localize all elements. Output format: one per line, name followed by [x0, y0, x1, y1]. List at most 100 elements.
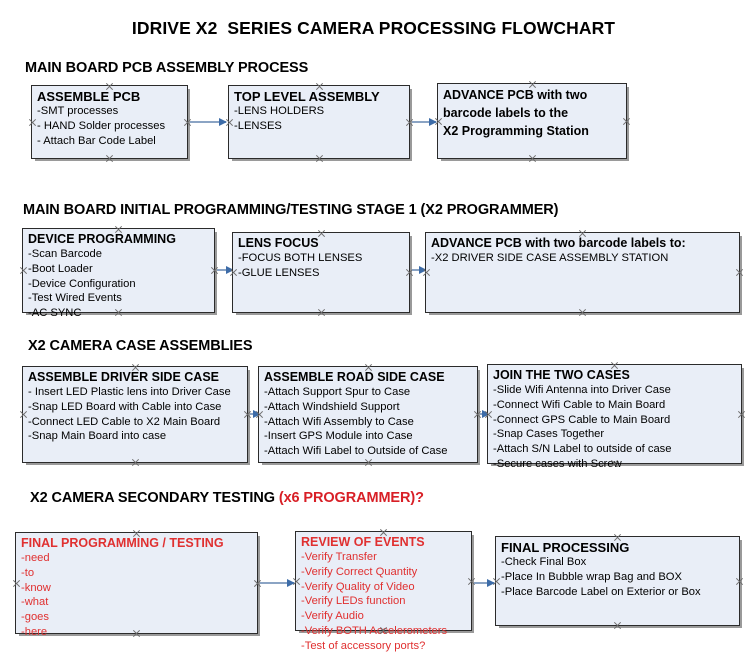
node-title: DEVICE PROGRAMMING: [28, 232, 176, 246]
node-top-level-assembly[interactable]: TOP LEVEL ASSEMBLY -LENS HOLDERS -LENSES: [228, 85, 410, 159]
connector-handle-bottom[interactable]: [317, 308, 326, 317]
node-line: -Place In Bubble wrap Bag and BOX: [501, 571, 682, 584]
node-advance-pcb-to-driver-side-case-assembly[interactable]: ADVANCE PCB with two barcode labels to: …: [425, 232, 740, 313]
node-join-the-two-cases[interactable]: JOIN THE TWO CASES -Slide Wifi Antenna i…: [487, 364, 742, 470]
node-line: -Attach Support Spur to Case: [264, 385, 411, 398]
node-line: -Snap Cases Together: [493, 428, 605, 441]
connector-handle-left[interactable]: [28, 118, 37, 127]
section-heading-x2-camera-case-assemblies: X2 CAMERA CASE ASSEMBLIES: [28, 338, 253, 354]
section-heading-text: MAIN BOARD INITIAL PROGRAMMING/TESTING S…: [23, 202, 559, 218]
arrow-head: [429, 118, 437, 126]
connector-handle-right[interactable]: [467, 577, 476, 586]
arrow-device-programming-to-lens-focus: [217, 266, 234, 274]
connector-handle-left[interactable]: [19, 410, 28, 419]
node-line: -know: [21, 581, 51, 594]
node-title: JOIN THE TWO CASES: [493, 368, 630, 382]
node-line: -LENS HOLDERS: [234, 105, 325, 118]
arrow-top-level-assembly-to-advance-pcb: [412, 118, 437, 126]
node-assemble-pcb[interactable]: ASSEMBLE PCB -SMT processes - HAND Solde…: [31, 85, 188, 159]
node-line: -Connect LED Cable to X2 Main Board: [28, 415, 221, 428]
section-heading-text: X2 CAMERA SECONDARY TESTING: [30, 490, 279, 506]
connector-handle-bottom[interactable]: [105, 154, 114, 163]
node-advance-pcb-to-x2-programming-station[interactable]: ADVANCE PCB with two barcode labels to t…: [437, 83, 627, 159]
node-line: -GLUE LENSES: [238, 266, 320, 279]
node-line: -Attach Wifi Assembly to Case: [264, 415, 414, 428]
node-line: -Insert GPS Module into Case: [264, 430, 413, 443]
section-heading-text: MAIN BOARD PCB ASSEMBLY PROCESS: [25, 60, 309, 76]
arrow-assemble-pcb-to-top-level-assembly: [190, 118, 227, 126]
node-line: -Test Wired Events: [28, 292, 122, 305]
node-title: FINAL PROCESSING: [501, 540, 630, 555]
node-line: -Connect GPS Cable to Main Board: [493, 413, 671, 426]
arrow-lens-focus-to-advance-pcb: [412, 266, 427, 274]
node-line: - HAND Solder processes: [37, 120, 166, 133]
node-title: FINAL PROGRAMMING / TESTING: [21, 536, 224, 550]
node-line: -Boot Loader: [28, 262, 93, 275]
node-line: -LENSES: [234, 120, 282, 133]
arrow-final-programming-to-review-of-events: [260, 579, 295, 587]
section-heading-x2-camera-secondary-testing: X2 CAMERA SECONDARY TESTING (x6 PROGRAMM…: [30, 490, 424, 506]
connector-handle-bottom[interactable]: [131, 458, 140, 467]
node-line-overflow: -Test of accessory ports?: [301, 640, 426, 653]
node-line: -Verify Audio: [301, 610, 364, 623]
node-final-programming-testing[interactable]: FINAL PROGRAMMING / TESTING -need -to -k…: [12, 532, 258, 638]
node-line: -Slide Wifi Antenna into Driver Case: [493, 383, 671, 396]
section-heading-text: X2 CAMERA CASE ASSEMBLIES: [28, 338, 253, 354]
node-line: -Scan Barcode: [28, 247, 103, 260]
connector-handle-left[interactable]: [12, 579, 21, 588]
node-line: X2 Programming Station: [443, 123, 589, 138]
node-line: - Insert LED Plastic lens into Driver Ca…: [28, 385, 231, 398]
node-title: REVIEW OF EVENTS: [301, 535, 425, 549]
connector-handle-bottom[interactable]: [528, 154, 537, 163]
node-line: - Attach Bar Code Label: [37, 135, 156, 148]
arrow-shaft: [190, 121, 226, 123]
connector-handle-right[interactable]: [735, 577, 744, 586]
node-line: -X2 DRIVER SIDE CASE ASSEMBLY STATION: [431, 251, 669, 264]
arrow-head: [253, 410, 261, 418]
node-line: -goes: [21, 611, 49, 624]
node-line: -Verify BOTH Accelerometers: [301, 625, 448, 638]
connector-handle-bottom[interactable]: [578, 308, 587, 317]
node-line: -Attach Wifi Label to Outside of Case: [264, 445, 448, 458]
node-line: -Snap LED Board with Cable into Case: [28, 400, 222, 413]
node-line: -to: [21, 566, 35, 579]
node-title: ASSEMBLE ROAD SIDE CASE: [264, 370, 445, 384]
node-title: TOP LEVEL ASSEMBLY: [234, 89, 380, 104]
arrow-head: [419, 266, 427, 274]
arrow-head: [487, 579, 495, 587]
connector-handle-right[interactable]: [622, 117, 631, 126]
node-line: -Verify Transfer: [301, 550, 377, 563]
node-lens-focus[interactable]: LENS FOCUS -FOCUS BOTH LENSES -GLUE LENS…: [232, 232, 410, 313]
node-line: -AC SYNC: [28, 307, 82, 320]
section-heading-accent: (x6 PROGRAMMER)?: [278, 490, 424, 506]
node-line: -FOCUS BOTH LENSES: [238, 251, 363, 264]
node-title: ADVANCE PCB with two barcode labels to:: [431, 236, 686, 250]
section-heading-main-board-pcb-assembly-process: MAIN BOARD PCB ASSEMBLY PROCESS: [25, 60, 308, 76]
node-line: -Snap Main Board into case: [28, 430, 167, 443]
node-device-programming[interactable]: DEVICE PROGRAMMING -Scan Barcode -Boot L…: [19, 228, 215, 319]
node-line: -Attach Windshield Support: [264, 400, 400, 413]
node-review-of-events[interactable]: REVIEW OF EVENTS -Verify Transfer -Verif…: [295, 531, 472, 652]
connector-handle-left[interactable]: [19, 266, 28, 275]
node-final-processing[interactable]: FINAL PROCESSING -Check Final Box -Place…: [495, 536, 740, 626]
arrow-head: [226, 266, 234, 274]
arrow-road-side-to-join-cases: [480, 410, 490, 418]
node-title: ASSEMBLE PCB: [37, 89, 141, 104]
node-line: -here: [21, 626, 48, 639]
arrow-head: [219, 118, 227, 126]
node-line: -need: [21, 551, 50, 564]
connector-handle-right[interactable]: [735, 268, 744, 277]
section-heading-main-board-initial-programming-testing-stage-1: MAIN BOARD INITIAL PROGRAMMING/TESTING S…: [23, 202, 559, 218]
node-line: -Device Configuration: [28, 277, 136, 290]
node-line: -Verify LEDs function: [301, 595, 406, 608]
arrow-shaft: [474, 582, 494, 584]
arrow-head: [287, 579, 295, 587]
connector-handle-right[interactable]: [737, 410, 746, 419]
connector-handle-bottom[interactable]: [613, 621, 622, 630]
connector-handle-bottom[interactable]: [315, 154, 324, 163]
node-line: -Verify Correct Quantity: [301, 565, 418, 578]
node-assemble-driver-side-case[interactable]: ASSEMBLE DRIVER SIDE CASE - Insert LED P…: [22, 366, 248, 463]
node-assemble-road-side-case[interactable]: ASSEMBLE ROAD SIDE CASE -Attach Support …: [258, 366, 478, 463]
node-line: -Secure cases with Screw: [493, 458, 622, 471]
